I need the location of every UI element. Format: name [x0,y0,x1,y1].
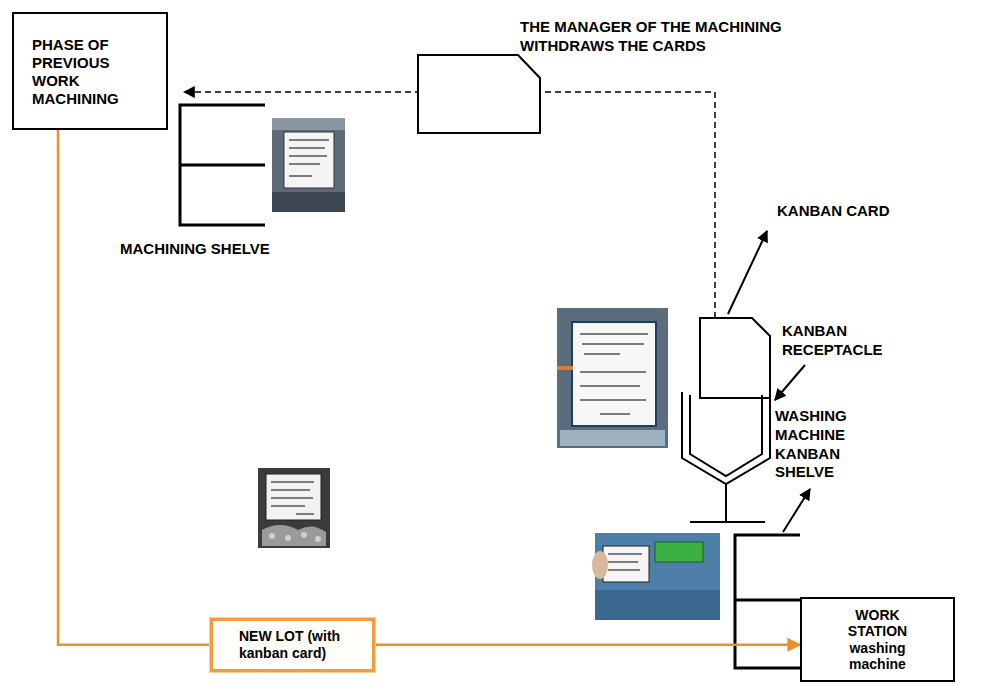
annotation-label: THE MANAGER OF THE MACHINING WITHDRAWS T… [520,18,865,56]
annotation-label: MACHINING SHELVE [120,240,320,259]
material-flow-line [58,130,210,645]
node-text: NEW LOT (with kanban card) [239,628,364,662]
annotation-label: KANBAN RECEPTACLE [782,322,912,360]
leader-arrow [728,231,767,314]
lot-box: NEW LOT (with kanban card) [210,618,375,672]
process-box: WORK STATION washing machine [800,597,955,682]
washing-shelf-photo [592,533,720,620]
leader-arrow [783,489,810,532]
node-text: PHASE OF PREVIOUS WORK MACHINING [32,36,146,108]
kanban-receptacle [682,392,770,522]
receptacle-photo [557,308,668,448]
kanban-card-symbol [700,318,770,398]
shelf-bracket [735,535,800,668]
lot-photo [258,468,330,548]
annotation-label: WASHING MACHINE KANBAN SHELVE [775,407,875,482]
shelf-bracket [180,105,265,225]
material-flow-line [375,644,800,647]
process-box: PHASE OF PREVIOUS WORK MACHINING [12,12,168,130]
kanban-card-symbol [418,55,540,133]
node-text: WORK STATION washing machine [830,607,925,671]
shelf-photo [272,118,345,212]
leader-arrow [775,365,805,400]
annotation-label: KANBAN CARD [777,202,937,221]
